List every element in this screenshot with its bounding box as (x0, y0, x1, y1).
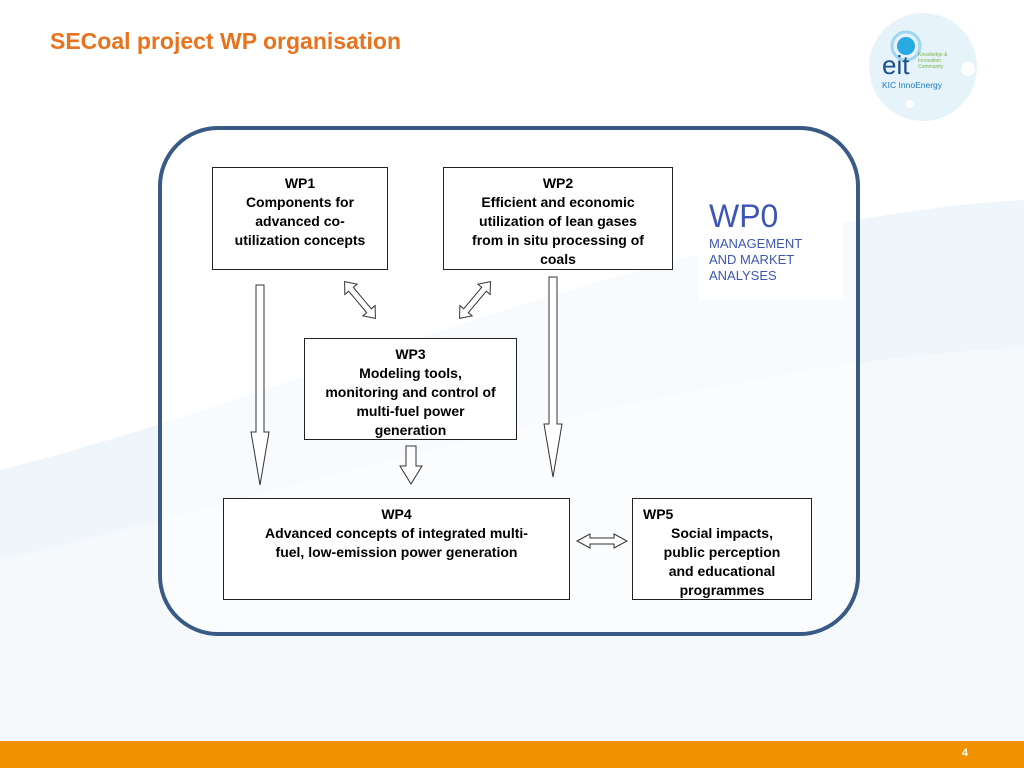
wp5-line-3: and educational (668, 563, 776, 579)
page-number: 4 (961, 747, 968, 759)
wp4-line-1: Advanced concepts of integrated multi- (265, 525, 528, 541)
wp0-panel: WP0 MANAGEMENT AND MARKET ANALYSES (698, 190, 843, 300)
wp5-box: WP5 Social impacts, public perception an… (632, 498, 812, 600)
wp3-id: WP3 (395, 346, 426, 362)
wp0-line-2: AND MARKET (709, 252, 795, 267)
logo-tagline-1: Knowledge & (918, 52, 948, 58)
wp5-line-1: Social impacts, (671, 525, 773, 541)
wp0-title: WP0 (709, 198, 779, 234)
wp3-line-4: generation (374, 422, 447, 438)
wp5-id: WP5 (643, 506, 674, 522)
logo-tagline-2: Innovation (918, 58, 941, 64)
logo-tagline-3: Community (918, 64, 944, 70)
wp3-line-1: Modeling tools, (359, 365, 462, 381)
wp1-line-2: advanced co- (255, 213, 345, 229)
wp1-line-1: Components for (245, 194, 355, 210)
wp2-line-1: Efficient and economic (481, 194, 635, 210)
wp3-line-2: monitoring and control of (325, 384, 496, 400)
wp0-line-1: MANAGEMENT (709, 236, 803, 251)
wp2-line-2: utilization of lean gases (479, 213, 637, 229)
wp4-id: WP4 (381, 506, 412, 522)
wp1-line-3: utilization concepts (234, 232, 366, 248)
wp3-box: WP3 Modeling tools, monitoring and contr… (304, 338, 517, 440)
wp2-line-4: coals (540, 251, 576, 267)
wp2-id: WP2 (542, 175, 574, 191)
wp5-line-2: public perception (663, 544, 781, 560)
slide-title: SECoal project WP organisation (50, 28, 402, 54)
wp4-line-2: fuel, low-emission power generation (275, 544, 518, 560)
logo-name: KIC InnoEnergy (882, 80, 943, 90)
footer-bar: 4 (0, 741, 1024, 768)
wp5-line-4: programmes (679, 582, 765, 598)
wp1-id: WP1 (284, 175, 316, 191)
wp4-box: WP4 Advanced concepts of integrated mult… (223, 498, 570, 600)
wp1-box: WP1 Components for advanced co- utilizat… (212, 167, 388, 270)
eit-kic-innoenergy-logo: eit Knowledge & Innovation Community KIC… (869, 13, 977, 121)
logo-brand: eit (882, 50, 910, 80)
wp3-line-3: multi-fuel power (356, 403, 465, 419)
wp0-line-3: ANALYSES (709, 268, 777, 283)
wp2-line-3: from in situ processing of (472, 232, 644, 248)
wp2-box: WP2 Efficient and economic utilization o… (443, 167, 673, 270)
